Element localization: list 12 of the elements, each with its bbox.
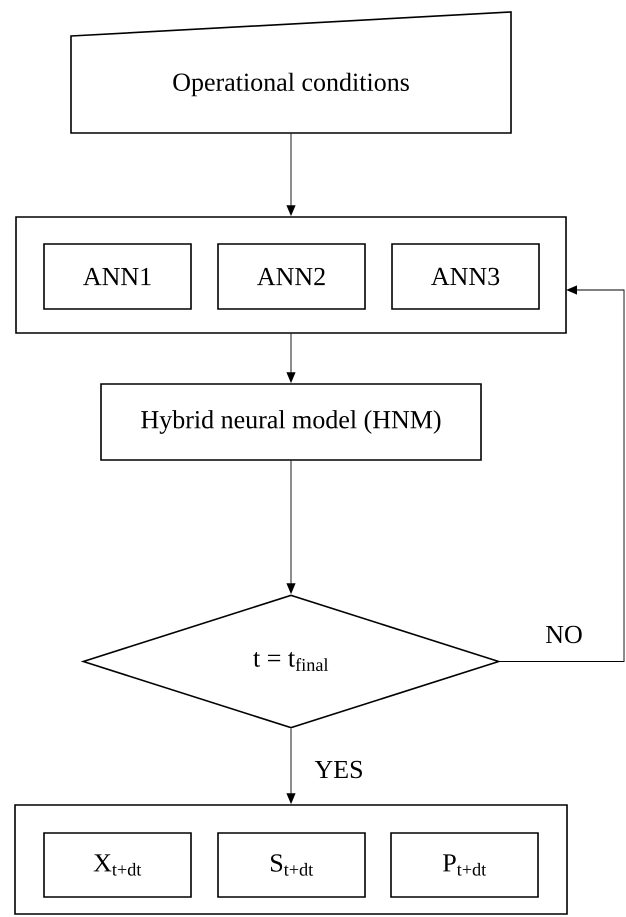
output-box: X$_{t+dt}$ xyxy=(43,832,192,898)
edge-label: NO xyxy=(544,624,584,644)
group-box xyxy=(15,216,567,334)
group-box xyxy=(14,804,568,915)
edge-label: YES xyxy=(313,760,365,780)
process-box: Hybrid neural model (HNM) xyxy=(100,383,482,461)
input-box: Operational conditions xyxy=(70,11,512,134)
process-box: ANN3 xyxy=(391,243,540,310)
output-box: P$_{t+dt}$ xyxy=(390,832,539,898)
process-box: ANN1 xyxy=(43,243,192,310)
process-box: ANN2 xyxy=(217,243,366,310)
output-box: S$_{t+dt}$ xyxy=(217,832,366,898)
